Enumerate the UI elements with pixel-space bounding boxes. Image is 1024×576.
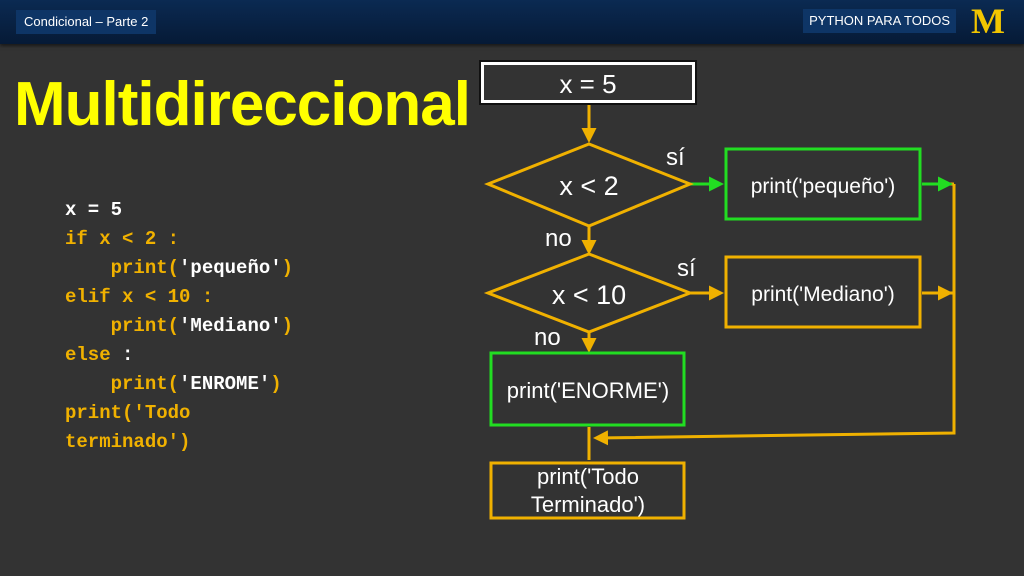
code-line-6-keyword: else [65, 344, 111, 366]
print-small-label: print('pequeño') [751, 175, 896, 198]
code-line-7-string: 'ENROME' [179, 373, 271, 395]
code-line-8: print('Todo [65, 402, 191, 424]
assign-box-inner [482, 63, 694, 102]
yes-label-1: sí [666, 144, 685, 171]
print-medium-box [724, 255, 922, 329]
brand-label: PYTHON PARA TODOS [803, 9, 956, 33]
no-label-2: no [534, 324, 561, 351]
code-line-6-colon: : [110, 344, 134, 366]
decision-1 [484, 142, 694, 228]
code-line-1: x = 5 [65, 199, 123, 221]
code-line-7-call: print( [65, 373, 180, 395]
top-bar: Condicional – Parte 2 PYTHON PARA TODOS … [0, 0, 1024, 44]
yes-label-2: sí [677, 255, 696, 282]
assign-label: x = 5 [559, 69, 616, 99]
no-label-1: no [545, 225, 572, 252]
code-line-3-call: print( [65, 257, 180, 279]
slide-title: Multidireccional [14, 70, 471, 139]
code-line-4: elif x < 10 : [65, 286, 214, 308]
decision-2-label: x < 10 [552, 280, 626, 310]
print-small-box [724, 147, 922, 221]
print-done-label-line1: print('Todo [537, 464, 639, 489]
code-line-5-call: print( [65, 315, 180, 337]
print-huge-box [489, 351, 686, 427]
line-merge-return [593, 184, 956, 446]
code-line-5-string: 'Mediano' [179, 315, 282, 337]
code-line-2: if x < 2 : [65, 228, 180, 250]
decision-1-label: x < 2 [559, 171, 618, 201]
code-block: x = 5 if x < 2 : print('pequeño') elif x… [65, 196, 293, 457]
code-line-3-close: ) [281, 257, 294, 279]
print-huge-label: print('ENORME') [507, 378, 669, 403]
decision-2 [483, 252, 695, 334]
print-done-label-line2: Terminado') [531, 492, 645, 517]
code-line-7-close: ) [270, 373, 282, 395]
print-medium-label: print('Mediano') [751, 283, 894, 306]
code-line-3-string: 'pequeño' [179, 257, 282, 279]
breadcrumb: Condicional – Parte 2 [16, 10, 157, 34]
code-line-5-close: ) [281, 315, 294, 337]
print-done-box [489, 461, 686, 520]
code-line-9: terminado') [65, 431, 191, 453]
university-logo-icon: M [971, 1, 1005, 41]
